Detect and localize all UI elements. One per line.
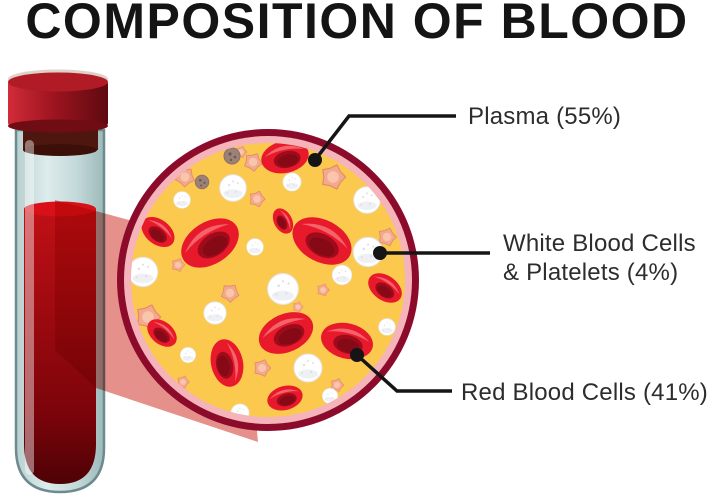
magnified-blood-circle: [117, 129, 419, 431]
white-blood-cell-icon: [173, 191, 191, 209]
white-blood-cell-icon: [219, 174, 247, 202]
red-cells-callout-dot: [350, 348, 364, 362]
monocyte-icon: [223, 147, 241, 165]
white-blood-cell-icon: [246, 238, 264, 256]
plasma-callout-line: [313, 114, 456, 162]
tube-cap: [8, 69, 108, 133]
callout-lines: [313, 114, 490, 393]
monocyte-icon: [194, 174, 210, 190]
white-cells-callout-dot: [373, 246, 387, 260]
white-blood-cell-icon: [203, 301, 227, 325]
white-blood-cell-icon: [282, 172, 302, 192]
page-title: COMPOSITION OF BLOOD: [25, 0, 689, 49]
white-blood-cell-icon: [293, 353, 323, 383]
plasma-background: [131, 143, 405, 417]
plasma-callout-dot: [308, 153, 322, 167]
white-blood-cell-icon: [180, 347, 196, 363]
white-blood-cell-icon: [267, 273, 299, 305]
plasma-label: Plasma (55%): [468, 103, 622, 130]
white-blood-cells-label-line2: & Platelets (4%): [503, 259, 679, 286]
white-blood-cell-icon: [331, 264, 353, 286]
white-blood-cell-icon: [131, 256, 159, 288]
callout-dots: [308, 153, 387, 362]
white-blood-cells-label-line1: White Blood Cells: [503, 230, 696, 257]
red-cells-callout-line: [355, 353, 452, 393]
white-blood-cell-icon: [378, 318, 396, 336]
white-blood-cells-label: White Blood Cells & Platelets (4%): [503, 229, 696, 287]
red-blood-cells-label: Red Blood Cells (41%): [461, 379, 708, 406]
